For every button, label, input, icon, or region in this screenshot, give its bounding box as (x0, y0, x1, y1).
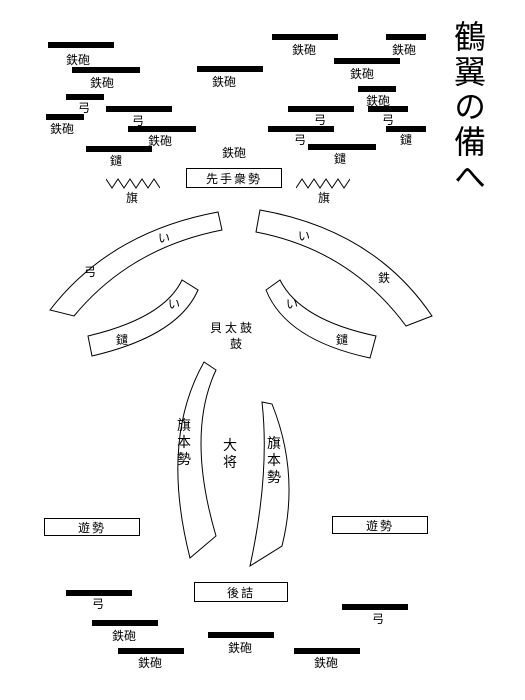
unit-label-gun: 鉄砲 (90, 76, 115, 90)
unit-bar (272, 34, 338, 40)
unit-label-spear: 鑓 (110, 154, 123, 168)
right-main-band (249, 401, 290, 568)
unit-label-bow: 弓 (314, 113, 327, 127)
rear-guard-box: 後詰 (194, 582, 288, 602)
left-main-band (177, 361, 217, 559)
unit-bar (92, 620, 158, 626)
arc-mark: 弓 (84, 265, 97, 279)
unit-bar (268, 126, 334, 132)
unit-label-bow: 弓 (382, 113, 395, 127)
unit-label-gun: 鉄砲 (212, 75, 237, 89)
diagram-title: 鶴翼の備へ (449, 20, 487, 195)
unit-label-gun: 鉄砲 (222, 146, 247, 160)
left-outer-wing (49, 211, 223, 317)
arc-mark: 鑓 (116, 333, 129, 347)
arc-mark: い (168, 297, 181, 311)
unit-bar (197, 66, 263, 72)
reserve-box-right: 遊勢 (332, 516, 428, 534)
flag-zigzag-left (106, 178, 160, 189)
unit-label-spear: 鑓 (334, 152, 347, 166)
unit-label-gun: 鉄砲 (138, 656, 163, 670)
unit-label-gun: 鉄砲 (350, 67, 375, 81)
unit-bar (66, 94, 104, 100)
unit-label-gun: 鉄砲 (314, 656, 339, 670)
unit-bar (386, 34, 426, 40)
reserve-box-left: 遊勢 (44, 518, 140, 536)
unit-label-bow: 弓 (78, 101, 91, 115)
center-drum-label-2: 鼓 (230, 337, 243, 351)
unit-label-gun: 鉄砲 (148, 134, 173, 148)
unit-label-gun: 鉄砲 (228, 641, 253, 655)
arc-mark: 鉄 (378, 271, 391, 285)
unit-bar (48, 42, 114, 48)
flag-label: 旗 (318, 191, 331, 205)
unit-label-gun: 鉄砲 (66, 53, 91, 67)
unit-label-bow: 弓 (92, 597, 105, 611)
unit-bar (334, 58, 400, 64)
unit-label-gun: 鉄砲 (392, 43, 417, 57)
unit-bar (86, 146, 152, 152)
general-label: 大将 (223, 438, 237, 471)
right-outer-wing (255, 209, 433, 327)
unit-bar (106, 106, 172, 112)
unit-label-gun: 鉄砲 (366, 94, 391, 108)
vanguard-box: 先手衆勢 (186, 168, 282, 188)
right-inner-wing (265, 279, 377, 359)
left-main-troop-label: 旗本勢 (177, 418, 191, 468)
unit-bar (342, 604, 408, 610)
unit-label-spear: 鑓 (400, 133, 413, 147)
center-drum-label: 貝太鼓 (210, 321, 256, 335)
unit-bar (368, 106, 408, 112)
unit-bar (288, 106, 354, 112)
left-inner-wing (87, 279, 199, 357)
unit-bar (294, 648, 360, 654)
right-main-troop-label: 旗本勢 (267, 436, 281, 486)
unit-bar (308, 144, 376, 150)
unit-label-bow: 弓 (132, 114, 145, 128)
unit-bar (386, 126, 426, 132)
unit-label-gun: 鉄砲 (50, 122, 75, 136)
unit-label-bow: 弓 (294, 133, 307, 147)
flag-label: 旗 (126, 191, 139, 205)
arc-mark: い (298, 229, 311, 243)
unit-bar (72, 67, 140, 73)
arc-mark: い (158, 231, 171, 245)
unit-bar (118, 648, 184, 654)
arc-mark: 鑓 (336, 333, 349, 347)
unit-label-gun: 鉄砲 (292, 43, 317, 57)
unit-label-gun: 鉄砲 (112, 629, 137, 643)
unit-bar (46, 114, 84, 120)
unit-bar (208, 632, 274, 638)
unit-label-bow: 弓 (372, 612, 385, 626)
unit-bar (66, 590, 132, 596)
arc-mark: い (286, 297, 299, 311)
flag-zigzag-right (296, 178, 350, 189)
unit-bar (128, 126, 196, 132)
unit-bar (358, 86, 396, 92)
